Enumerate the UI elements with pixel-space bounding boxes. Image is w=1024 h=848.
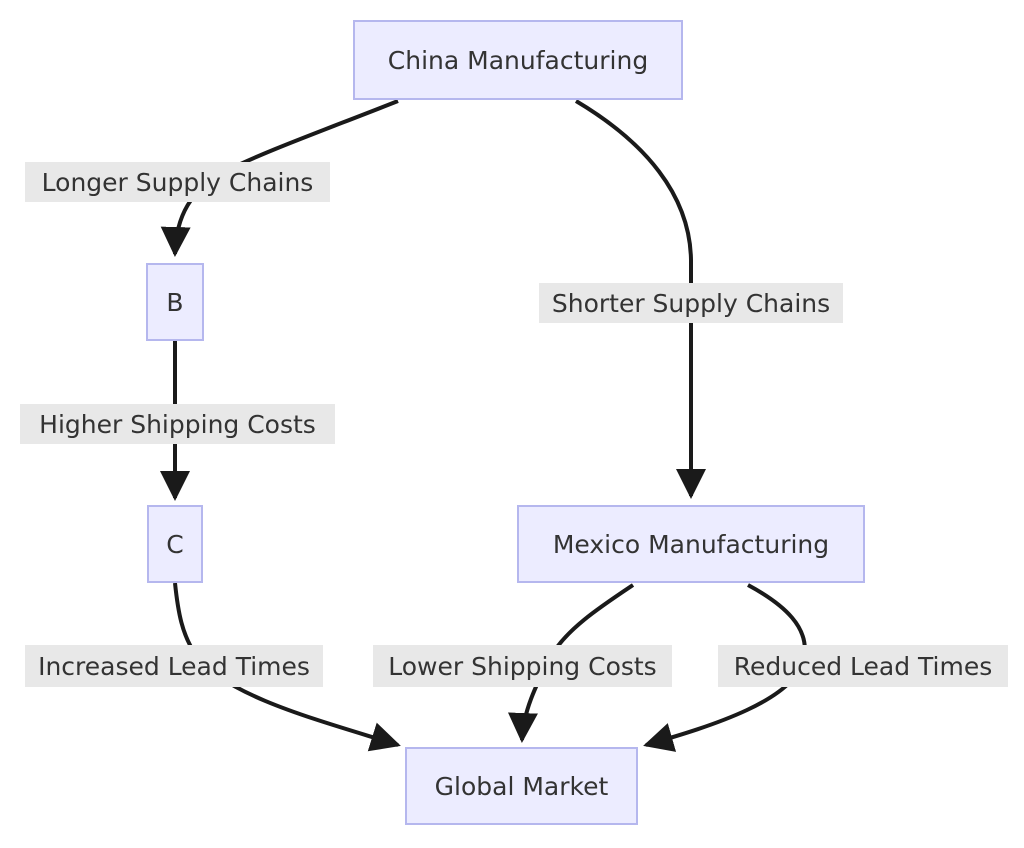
edge-china-to-mexico	[574, 99, 706, 499]
node-c: C	[147, 505, 203, 583]
node-mexico-manufacturing-label: Mexico Manufacturing	[552, 529, 830, 559]
node-c-label: C	[166, 529, 184, 559]
node-b: B	[146, 263, 204, 341]
node-global-market-label: Global Market	[434, 771, 609, 801]
node-global-market: Global Market	[405, 747, 638, 825]
edge-label-text: Lower Shipping Costs	[388, 651, 657, 681]
edge-label-text: Longer Supply Chains	[41, 167, 314, 197]
edge-label-increased-lead-times: Increased Lead Times	[25, 645, 323, 687]
edge-label-lower-shipping-costs: Lower Shipping Costs	[373, 645, 672, 687]
edge-label-text: Reduced Lead Times	[733, 651, 993, 681]
edge-label-text: Higher Shipping Costs	[39, 409, 316, 439]
node-mexico-manufacturing: Mexico Manufacturing	[517, 505, 865, 583]
edge-label-text: Shorter Supply Chains	[551, 288, 831, 318]
node-china-manufacturing: China Manufacturing	[353, 20, 683, 100]
edge-label-text: Increased Lead Times	[38, 651, 310, 681]
edge-label-reduced-lead-times: Reduced Lead Times	[718, 645, 1008, 687]
edge-label-higher-shipping-costs: Higher Shipping Costs	[20, 404, 335, 444]
node-b-label: B	[166, 287, 184, 317]
edge-label-longer-supply-chains: Longer Supply Chains	[25, 162, 330, 202]
node-china-manufacturing-label: China Manufacturing	[387, 45, 649, 75]
edge-label-shorter-supply-chains: Shorter Supply Chains	[539, 283, 843, 323]
